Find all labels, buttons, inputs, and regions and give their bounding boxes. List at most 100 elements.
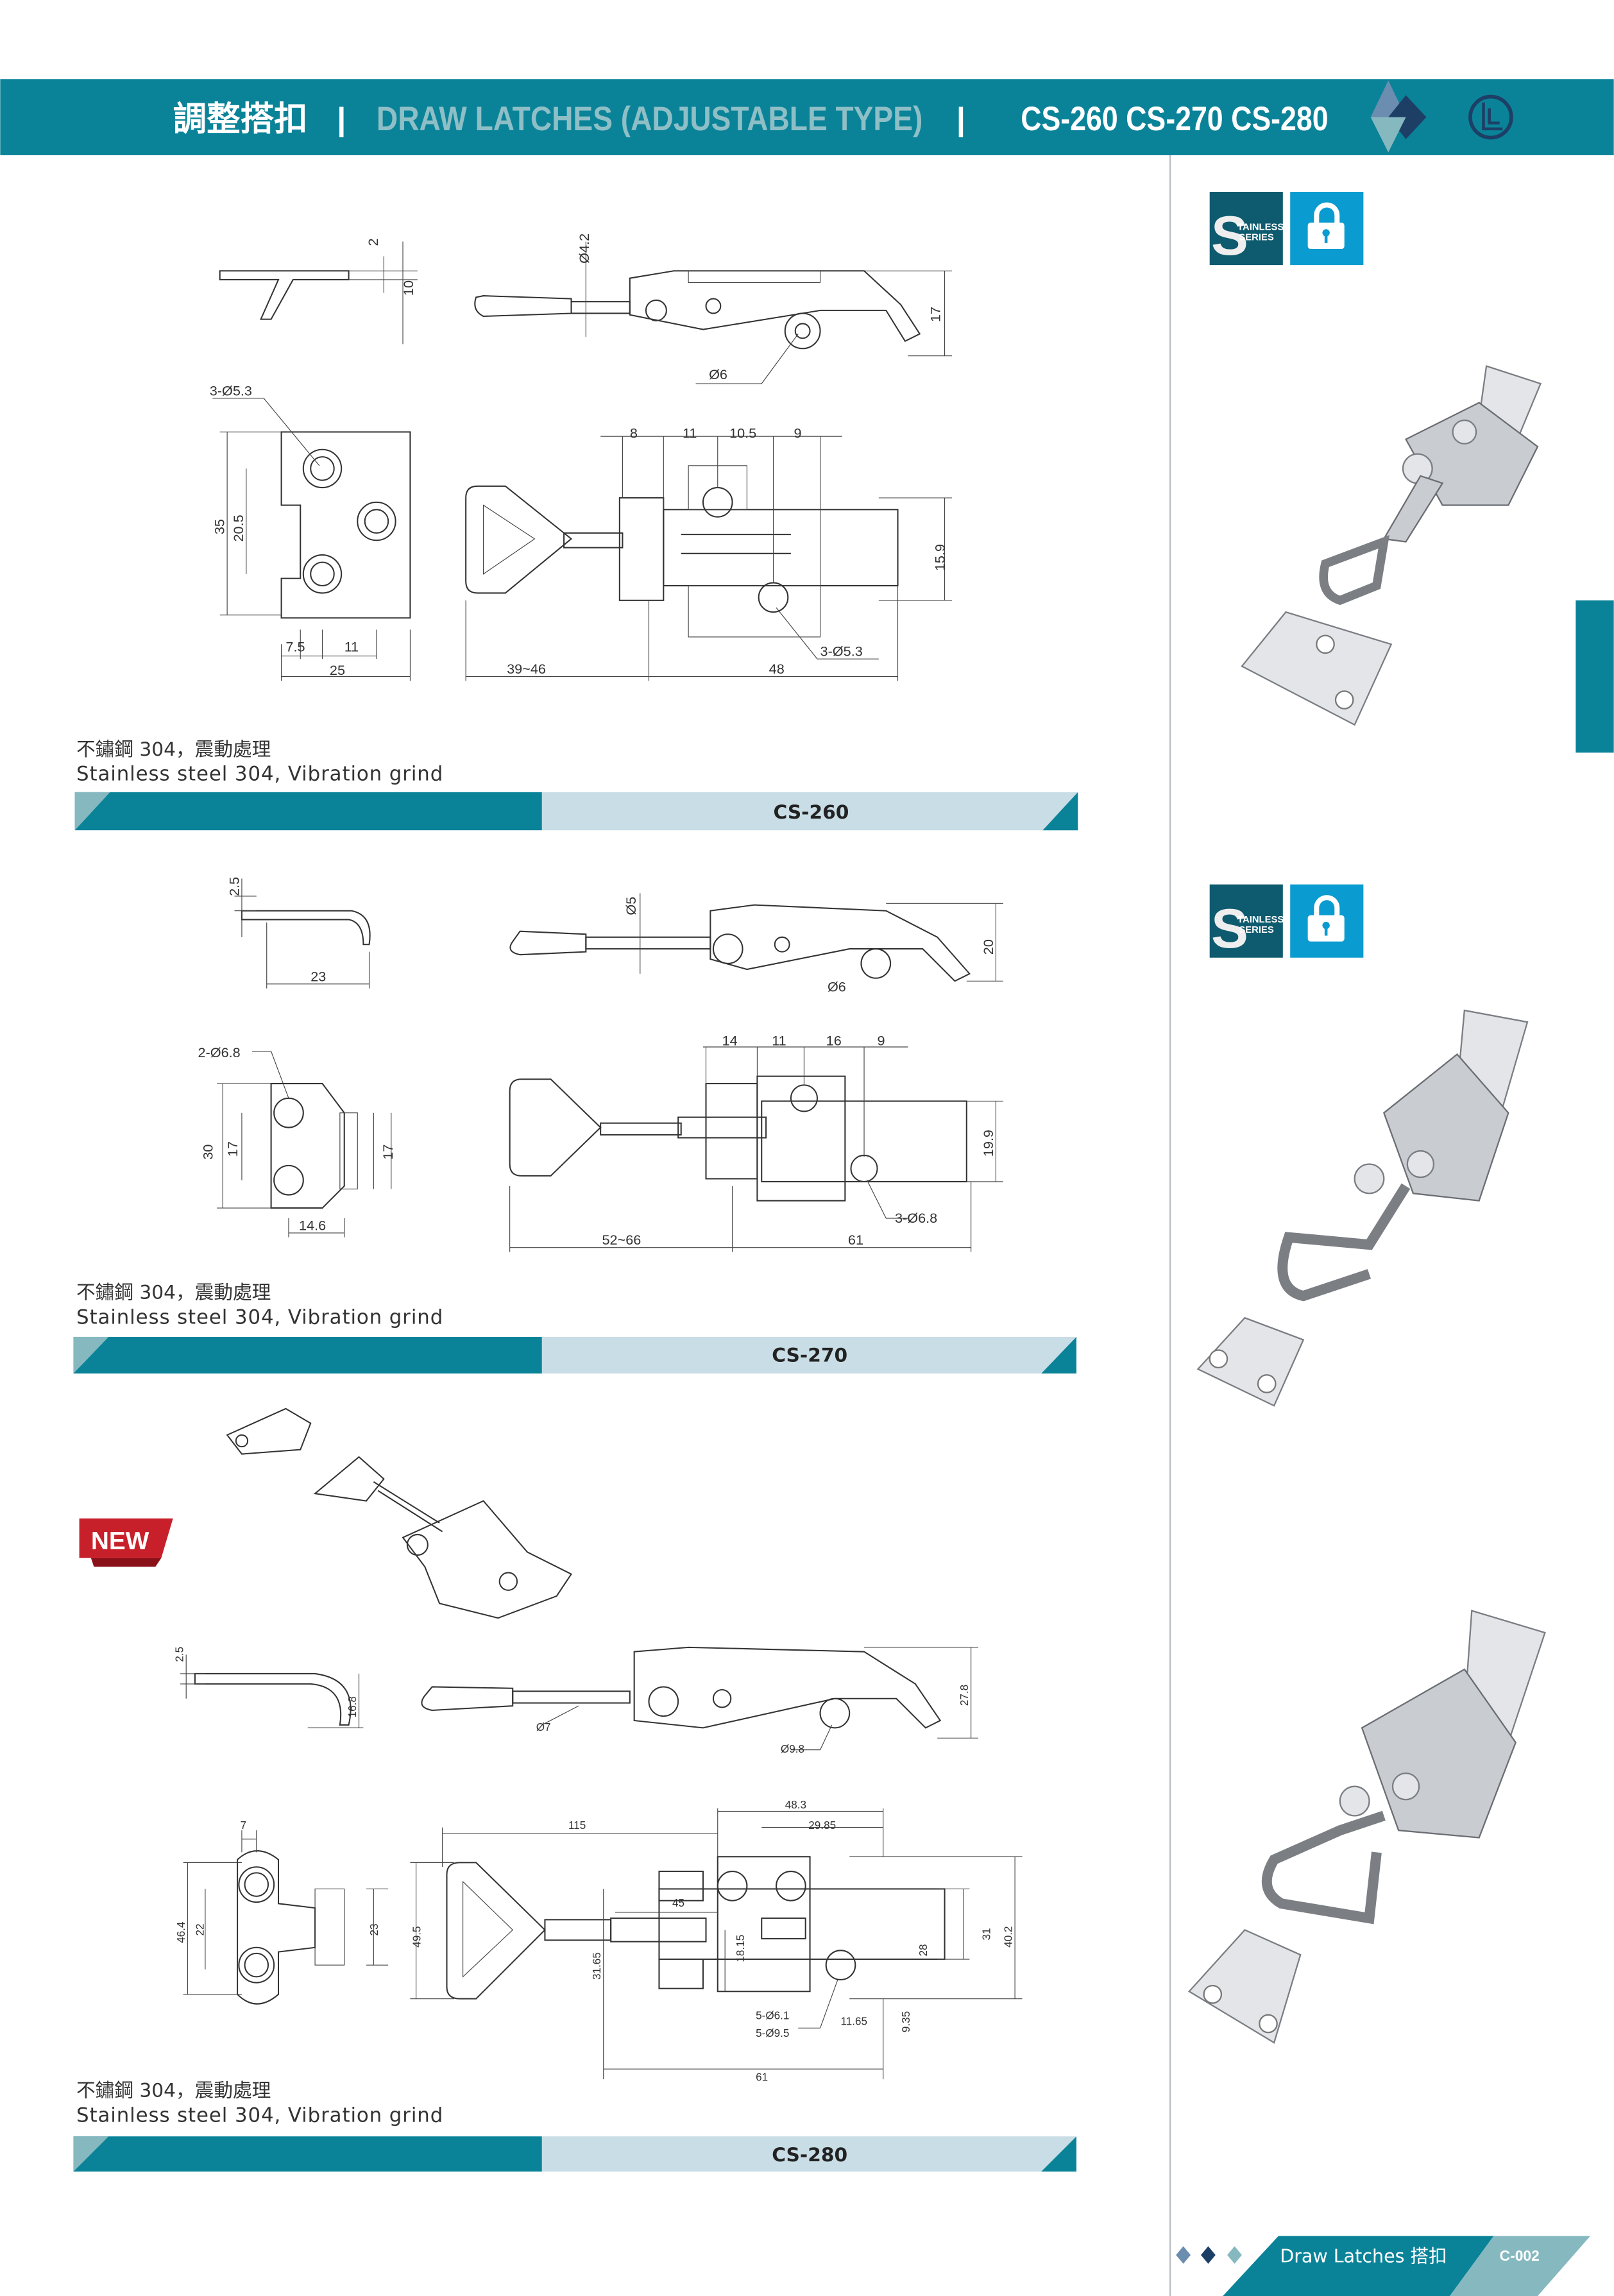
dim-label: 49.5 <box>411 1926 423 1947</box>
model-label: CS-280 <box>772 2143 847 2166</box>
dim-label: 52~66 <box>602 1232 641 1248</box>
company-logo-icon <box>1468 94 1513 140</box>
dim-label: 14.6 <box>299 1217 326 1233</box>
stainless-series-badge-2: S TAINLESS SERIES <box>1209 884 1284 960</box>
lock-badge <box>1290 192 1364 266</box>
dim-label: 11.65 <box>840 2016 867 2028</box>
cs270-caption: 不鏽鋼 304，震動處理 Stainless steel 304, Vibrat… <box>76 1281 443 1329</box>
dim-label: 39~46 <box>507 661 546 677</box>
dim-label: 2.5 <box>226 877 242 896</box>
dim-label: 35 <box>212 519 228 534</box>
dim-label: 2.5 <box>174 1647 186 1662</box>
dim-label: 61 <box>848 1232 863 1248</box>
dim-label: Ø4.2 <box>576 234 592 264</box>
dim-label: Ø5 <box>623 897 639 915</box>
dim-label: 9 <box>878 1033 885 1049</box>
dim-label: 48 <box>769 661 785 677</box>
caption-cn: 不鏽鋼 304，震動處理 <box>76 2079 271 2102</box>
badge-line1: TAINLESS <box>1237 915 1284 925</box>
cs270-model-bar: CS-270 <box>73 1336 1076 1374</box>
dim-label: 10 <box>400 280 416 296</box>
dim-label: 23 <box>368 1923 380 1935</box>
dim-label: 20.5 <box>230 514 246 541</box>
dim-label: 11 <box>683 425 697 441</box>
dim-label: 16 <box>826 1033 842 1049</box>
lock-icon <box>1314 202 1340 225</box>
header-models: CS-260 CS-270 CS-280 <box>1021 100 1328 138</box>
dim-label: 29.85 <box>808 1819 836 1832</box>
dim-label: 8 <box>630 425 638 441</box>
header-title-en: DRAW LATCHES (ADJUSTABLE TYPE) <box>377 100 922 138</box>
product-photo-cs270 <box>1196 1009 1529 1407</box>
header-bar: 調整搭扣 | DRAW LATCHES (ADJUSTABLE TYPE) | … <box>0 79 1614 155</box>
model-label: CS-270 <box>772 1344 847 1366</box>
badge-line2: SERIES <box>1239 232 1273 242</box>
dim-label: 10.5 <box>729 425 756 441</box>
caption-en: Stainless steel 304, Vibration grind <box>76 763 443 786</box>
dim-label: 7.5 <box>285 639 305 655</box>
dim-label: 11 <box>344 639 359 655</box>
dim-label: 115 <box>568 1819 586 1832</box>
new-badge-label: NEW <box>91 1527 149 1555</box>
badge-line1: TAINLESS <box>1237 222 1284 232</box>
dim-label: Ø7 <box>536 1721 551 1733</box>
cs280-drawings: 2.5 16.8 Ø7 Ø9.8 27.8 7 46.4 22 23 115 4… <box>174 1407 1023 2083</box>
dim-label: 5-Ø6.1 <box>756 2010 789 2022</box>
dim-label: 2 <box>365 238 381 246</box>
dim-label: Ø9.8 <box>781 1743 804 1755</box>
dim-label: 31.65 <box>591 1952 603 1980</box>
dim-label: 2-Ø6.8 <box>198 1044 240 1060</box>
header-title-cn: 調整搭扣 <box>173 100 308 138</box>
section-tab <box>1576 600 1614 753</box>
dim-label: 17 <box>225 1141 241 1157</box>
caption-cn: 不鏽鋼 304，震動處理 <box>76 1281 271 1304</box>
dim-label: 9 <box>794 425 801 441</box>
dim-label: 19.9 <box>980 1130 996 1157</box>
dim-label: 48.3 <box>785 1799 806 1811</box>
new-badge: NEW <box>79 1518 173 1567</box>
badge-s-letter: S <box>1211 205 1248 267</box>
dim-label: 5-Ø9.5 <box>756 2027 789 2039</box>
page-number: C-002 <box>1500 2247 1540 2264</box>
dim-label: 17 <box>928 307 944 322</box>
stainless-series-badge: S TAINLESS SERIES <box>1209 192 1284 267</box>
dim-label: 31 <box>980 1928 992 1940</box>
dim-label: 22 <box>194 1923 207 1935</box>
dim-label: 20 <box>980 939 996 955</box>
cs260-drawings: 2 10 Ø4.2 17 Ø6 3-Ø5.3 35 20.5 7.5 11 25 <box>210 234 952 681</box>
dim-label: 3-Ø6.8 <box>895 1210 937 1226</box>
dim-label: 15.9 <box>932 544 948 571</box>
dim-label: 3-Ø5.3 <box>820 643 863 659</box>
dim-label: 30 <box>200 1144 216 1160</box>
caption-en: Stainless steel 304, Vibration grind <box>76 1305 443 1329</box>
dim-label: 27.8 <box>958 1685 971 1706</box>
dim-label: 61 <box>756 2071 768 2083</box>
dim-label: 11 <box>772 1033 786 1049</box>
model-label: CS-260 <box>774 801 849 823</box>
dim-label: 45 <box>672 1897 684 1909</box>
caption-en: Stainless steel 304, Vibration grind <box>76 2104 443 2127</box>
header-separator: | <box>337 101 346 138</box>
lock-badge-2 <box>1290 884 1364 958</box>
cs260-caption: 不鏽鋼 304，震動處理 Stainless steel 304, Vibrat… <box>76 738 443 786</box>
dim-label: Ø6 <box>709 366 727 382</box>
badge-line2: SERIES <box>1239 925 1273 935</box>
dim-label: 3-Ø5.3 <box>210 382 252 398</box>
dim-label: 40.2 <box>1003 1926 1015 1947</box>
cs270-drawings: 2.5 23 Ø5 20 Ø6 2-Ø6.8 30 17 17 14.6 14 … <box>198 877 1003 1252</box>
header-separator-2: | <box>956 101 965 138</box>
caption-cn: 不鏽鋼 304，震動處理 <box>76 738 271 760</box>
dim-label: Ø6 <box>828 978 846 994</box>
dim-label: 9.35 <box>900 2011 912 2032</box>
dim-label: 23 <box>310 968 326 984</box>
product-photo-cs260 <box>1241 365 1542 726</box>
dim-label: 18.15 <box>735 1935 747 1962</box>
dim-label: 28 <box>917 1944 930 1956</box>
footer: Draw Latches 搭扣 C-002 <box>1176 2236 1591 2296</box>
dim-label: 14 <box>722 1033 738 1049</box>
badge-s-letter: S <box>1211 897 1248 960</box>
product-photo-cs280 <box>1187 1610 1546 2044</box>
footer-label: Draw Latches 搭扣 <box>1280 2246 1447 2267</box>
dim-label: 17 <box>380 1144 396 1160</box>
